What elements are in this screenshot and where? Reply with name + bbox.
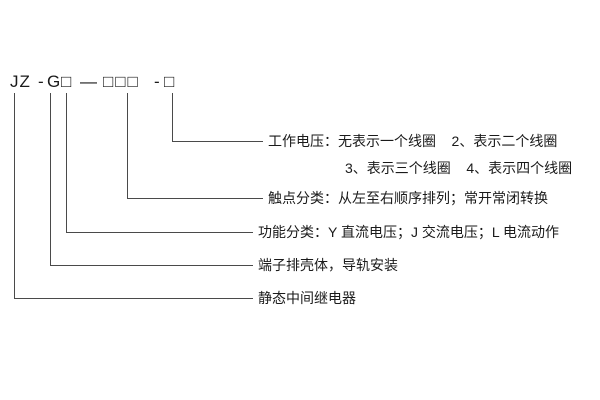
callout-working-voltage-line1: 工作电压：无表示一个线圈 2、表示二个线圈 — [268, 133, 558, 149]
connector-housing — [50, 93, 253, 266]
callout-housing: 端子排壳体，导轨安装 — [258, 257, 398, 273]
callout-working-voltage-line2: 3、表示三个线圈 4、表示四个线圈 — [345, 160, 573, 176]
callout-relay-type: 静态中间继电器 — [258, 290, 356, 306]
model-dash-3: - — [154, 72, 161, 91]
callout-function: 功能分类：Y 直流电压；J 交流电压；L 电流动作 — [258, 224, 560, 240]
model-dash-1: - — [38, 72, 45, 91]
connector-contacts — [127, 93, 263, 199]
model-box-voltage: □ — [164, 72, 176, 91]
model-box-function: □ — [61, 72, 73, 91]
connector-function — [66, 93, 253, 233]
callout-contacts: 触点分类：从左至右顺序排列；常开常闭转换 — [268, 190, 548, 206]
model-dash-2: — — [80, 72, 98, 91]
model-boxes-contacts: □□□ — [103, 72, 140, 91]
connector-working-voltage — [172, 93, 263, 142]
connector-relay-type — [14, 93, 253, 299]
model-letter-g: G — [47, 72, 62, 91]
model-prefix: JZ — [10, 72, 31, 91]
